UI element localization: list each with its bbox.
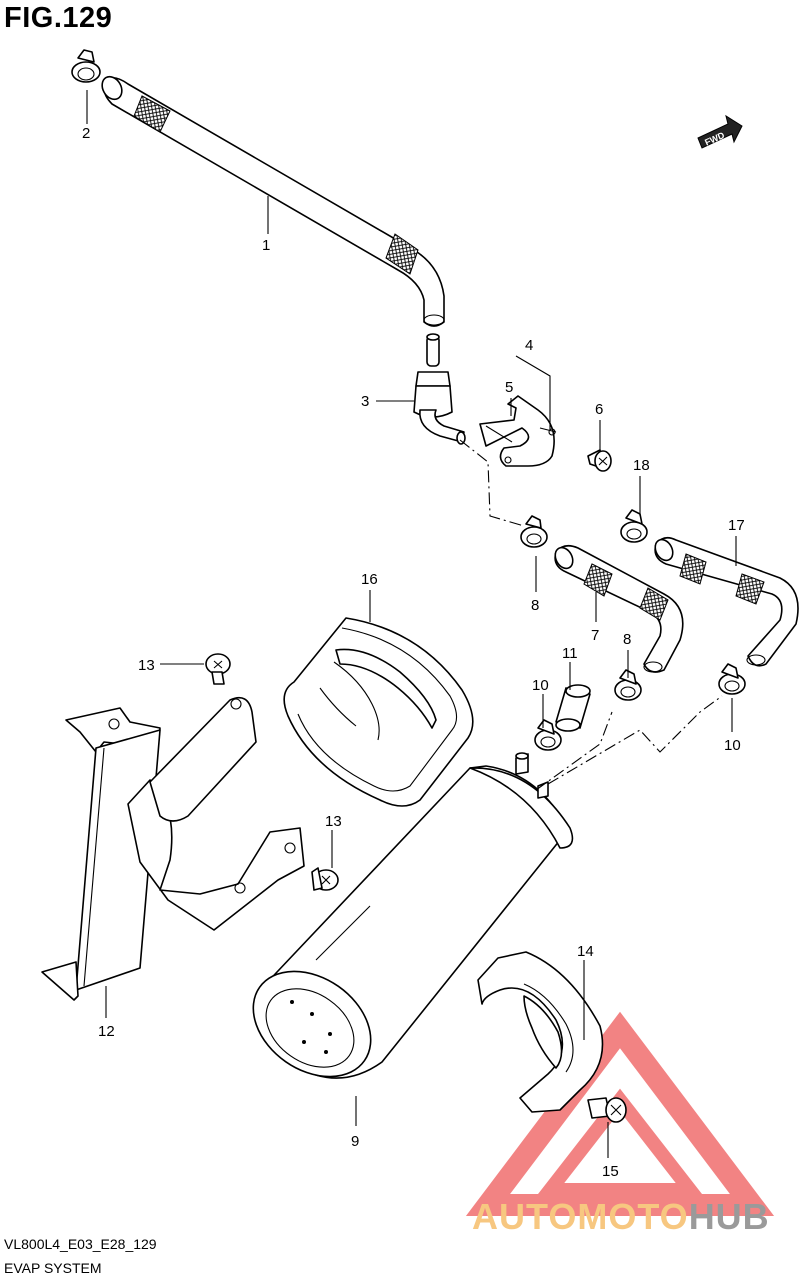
watermark-auto: AUTO	[472, 1196, 578, 1237]
callout-9: 9	[351, 1133, 359, 1150]
bracket-12	[41, 696, 305, 1001]
strap-16	[283, 617, 474, 807]
bracket-4	[479, 395, 557, 467]
fwd-arrow-icon: FWD	[697, 114, 743, 149]
watermark-hub: HUB	[688, 1196, 770, 1237]
callout-labels: 1 2 3 4 5 6 7 8 8 9 10 10 11 12 13 13 14…	[82, 125, 745, 1180]
fwd-label: FWD	[703, 130, 726, 148]
callout-14: 14	[577, 943, 594, 960]
callout-17: 17	[728, 517, 745, 534]
clamp-8-upper	[520, 515, 548, 548]
watermark-moto: MOTO	[577, 1196, 689, 1237]
bolt-15	[587, 1097, 627, 1123]
clamp-10-right	[718, 663, 746, 695]
callout-4: 4	[525, 337, 533, 354]
hose-17	[654, 536, 799, 667]
callout-13b: 13	[325, 813, 342, 830]
clamp-18	[620, 509, 648, 543]
strap-14	[477, 951, 604, 1113]
callout-5: 5	[505, 379, 513, 396]
callout-8a: 8	[531, 597, 539, 614]
callout-7: 7	[591, 627, 599, 644]
watermark-logo-icon	[465, 1011, 775, 1216]
screw-13-upper	[205, 653, 231, 685]
callout-10a: 10	[532, 677, 549, 694]
figure-name: EVAP SYSTEM	[4, 1260, 102, 1276]
leader-lines	[86, 90, 737, 1158]
callout-18: 18	[633, 457, 650, 474]
figure-code: VL800L4_E03_E28_129	[4, 1236, 157, 1252]
hose-1	[101, 75, 445, 327]
clamp-2	[71, 49, 101, 83]
figure-title: FIG.129	[4, 2, 113, 34]
callout-2: 2	[82, 125, 90, 142]
valve-3	[413, 333, 466, 445]
callout-13a: 13	[138, 657, 155, 674]
callout-16: 16	[361, 571, 378, 588]
canister-9	[252, 752, 574, 1079]
callout-12: 12	[98, 1023, 115, 1040]
callout-10b: 10	[724, 737, 741, 754]
callout-1: 1	[262, 237, 270, 254]
hose-7	[554, 544, 684, 673]
watermark-text: AUTOMOTOHUB	[472, 1196, 770, 1238]
screw-6	[587, 449, 612, 472]
callout-15: 15	[602, 1163, 619, 1180]
clamp-10-left	[534, 719, 562, 751]
callout-6: 6	[595, 401, 603, 418]
callout-3: 3	[361, 393, 369, 410]
callout-8b: 8	[623, 631, 631, 648]
hose-11	[555, 684, 591, 732]
screw-13-lower	[311, 867, 339, 891]
callout-11: 11	[562, 645, 578, 662]
